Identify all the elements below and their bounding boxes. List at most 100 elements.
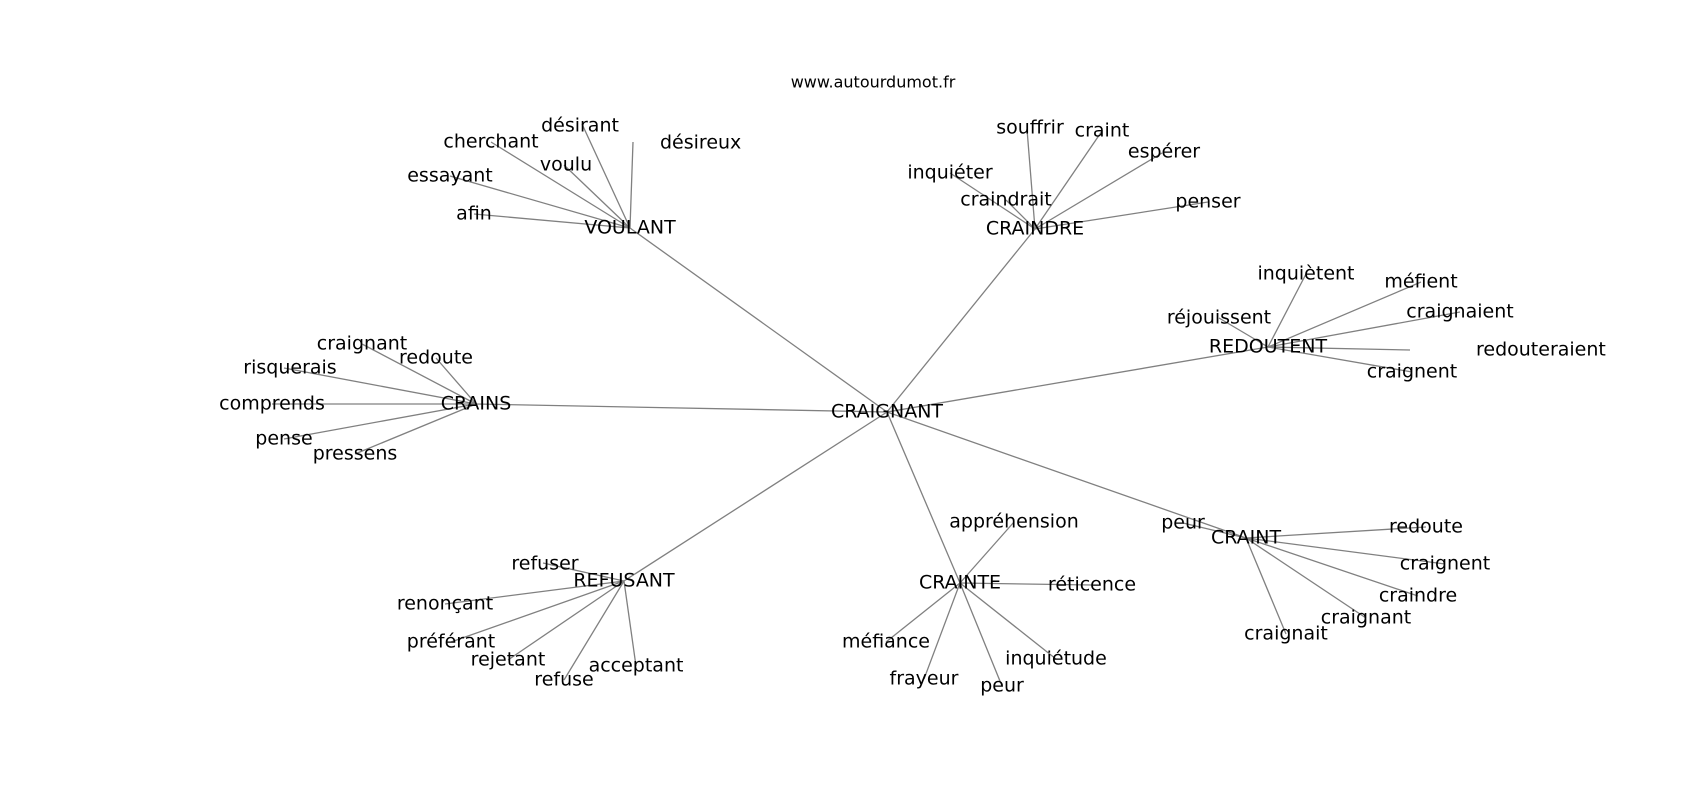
leaf-word: craindre [1379,585,1457,607]
leaf-word: méfient [1384,271,1457,293]
leaf-word: méfiance [842,631,930,653]
edge-craindre-leaf [1034,130,1103,230]
site-watermark: www.autourdumot.fr [791,73,956,92]
leaf-word: redoute [1389,516,1463,538]
leaf-word: refuse [534,669,593,691]
edge-craint-leaf [1182,522,1247,539]
edge-craint-leaf [1245,537,1446,565]
hub-word-crains: CRAINS [441,393,512,415]
leaf-word: craint [1075,120,1130,142]
leaf-word: craignait [1244,623,1328,645]
edge-redoutent-leaf [1267,273,1307,348]
edge-center-crainte [886,411,961,584]
edge-redoutent-leaf [1267,311,1461,348]
edge-craint-leaf [1245,537,1419,597]
leaf-word: craignant [317,333,407,355]
leaf-word: inquiétude [1005,648,1107,670]
edge-refusant-leaf [542,562,625,582]
edge-center-crains [475,403,888,413]
edge-crains-leaf [283,403,477,440]
edge-voulant-leaf [490,141,631,229]
edge-crainte-leaf [959,582,1057,660]
leaf-word: craindrait [960,189,1051,211]
edge-craindre-leaf [949,172,1036,230]
leaf-word: redouteraient [1476,339,1606,361]
edge-crains-leaf [361,343,477,405]
leaf-word: préférant [407,631,495,653]
edge-crains-leaf [283,367,477,405]
leaf-word: souffrir [996,117,1064,139]
leaf-word: peur [1161,512,1205,534]
leaf-word: craignent [1367,361,1457,383]
leaf-word: renonçant [397,593,493,615]
leaf-word: inquiètent [1257,263,1354,285]
edge-redoutent-leaf [1218,317,1269,348]
edge-center-craindre [886,228,1036,413]
hub-word-voulant: VOULANT [584,217,676,239]
edge-refusant-leaf [444,580,625,605]
hub-word-craint: CRAINT [1211,527,1282,549]
edge-craint-leaf [1245,537,1367,619]
edge-refusant-leaf [623,580,637,667]
edge-center-voulant [629,227,888,413]
leaf-word: inquiéter [907,162,993,184]
edge-refusant-leaf [507,580,625,661]
edge-craint-leaf [1245,537,1287,635]
leaf-word: afin [456,203,492,225]
leaf-word: réticence [1048,574,1136,596]
edge-center-redoutent [886,346,1269,413]
leaf-word: cherchant [443,131,538,153]
leaf-word: frayeur [890,668,959,690]
edge-craindre-leaf [1005,199,1036,230]
hub-word-refusant: REFUSANT [573,570,675,592]
edge-crainte-leaf [923,582,961,680]
edge-crainte-leaf [885,582,961,643]
edge-voulant-leaf [563,164,631,229]
leaf-word: refuser [511,553,578,575]
center-word: CRAIGNANT [831,401,943,423]
edge-voulant-leaf [581,123,631,229]
leaf-word: risquerais [243,357,336,379]
leaf-word: craignant [1321,607,1411,629]
leaf-word: acceptant [589,655,684,677]
edge-crainte-leaf [959,582,1003,687]
edge-craindre-leaf [1034,201,1209,230]
leaf-word: craignaient [1406,301,1513,323]
edge-redoutent-leaf [1267,281,1422,348]
edge-center-craint [886,411,1247,539]
leaf-word: appréhension [949,511,1078,533]
edge-crainte-leaf [959,582,1093,586]
edge-voulant-leaf [473,213,631,229]
leaf-word: rejetant [471,649,546,671]
edge-voulant-leaf [629,141,634,229]
edge-refusant-leaf [450,580,625,643]
edge-center-refusant [623,411,888,582]
edge-craint-leaf [1245,526,1427,539]
leaf-word: craignent [1400,553,1490,575]
leaf-word: voulu [540,154,592,176]
edge-redoutent-leaf [1267,346,1413,373]
edge-crains-leaf [354,403,477,455]
hub-word-craindre: CRAINDRE [986,218,1084,240]
leaf-word: réjouissent [1167,307,1271,329]
hub-word-redoutent: REDOUTENT [1209,336,1328,358]
edge-voulant-leaf [449,175,631,229]
leaf-word: essayant [407,165,493,187]
edge-craindre-leaf [1026,128,1036,230]
graph-edges [272,123,1461,687]
leaf-word: comprends [219,393,325,415]
leaf-word: peur [980,675,1024,697]
edge-craindre-leaf [1034,152,1163,230]
hub-word-crainte: CRAINTE [919,572,1001,594]
edge-crains-leaf [435,357,477,405]
edge-refusant-leaf [563,580,625,681]
leaf-word: penser [1175,191,1240,213]
leaf-word: désirant [541,115,619,137]
leaf-word: pense [255,428,312,450]
leaf-word: pressens [313,443,398,465]
leaf-word: redoute [399,347,473,369]
leaf-word: désireux [660,132,741,154]
edge-redoutent-leaf [1267,346,1411,351]
